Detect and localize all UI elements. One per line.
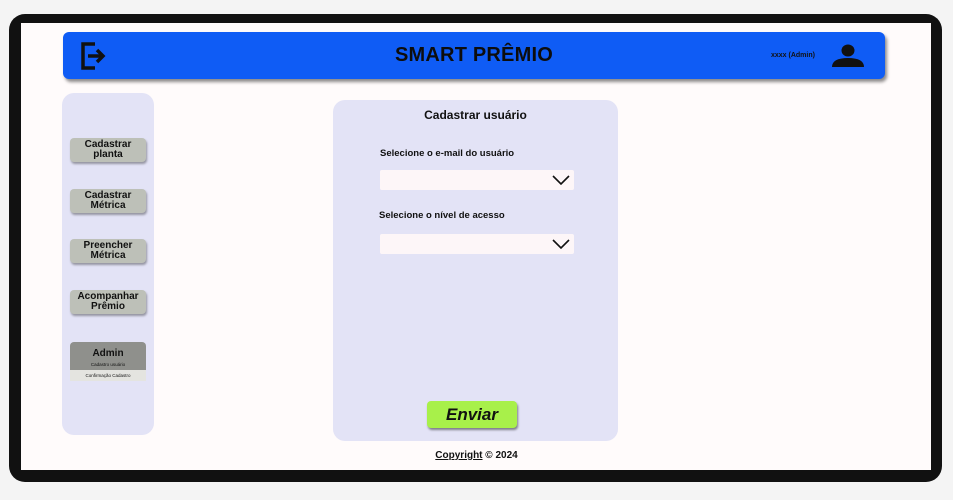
- sidebar-item-label: Acompanhar: [77, 291, 139, 302]
- sidebar-subitem-cadastro-usuario[interactable]: Cadastro usuário: [90, 362, 126, 367]
- sidebar-admin-menu: Admin Cadastro usuário Confirmação Cadas…: [70, 342, 146, 381]
- sidebar-item-label: Cadastrar: [84, 139, 132, 150]
- sidebar-item-label: Métrica: [90, 200, 126, 211]
- sidebar-item-admin[interactable]: Admin: [92, 348, 124, 359]
- register-user-form: Cadastrar usuário Selecione o e-mail do …: [333, 100, 618, 441]
- app-title: SMART PRÊMIO: [395, 44, 553, 66]
- email-select-label: Selecione o e-mail do usuário: [380, 148, 515, 159]
- footer: Copyright © 2024: [0, 450, 953, 461]
- sidebar-subitem-confirmacao-cadastro[interactable]: Confirmação Cadastro: [70, 370, 146, 381]
- logout-icon[interactable]: [79, 41, 107, 71]
- copyright-year: © 2024: [482, 450, 518, 461]
- chevron-down-icon: [552, 175, 570, 186]
- user-label: xxxx (Admin): [771, 52, 815, 59]
- sidebar-item-label: Cadastrar: [84, 190, 132, 201]
- form-title: Cadastrar usuário: [424, 108, 527, 122]
- sidebar-item-label: Métrica: [90, 250, 126, 261]
- user-avatar-icon[interactable]: [830, 44, 866, 68]
- submit-button[interactable]: Enviar: [427, 401, 517, 428]
- copyright-link[interactable]: Copyright: [435, 450, 483, 461]
- chevron-down-icon: [552, 239, 570, 250]
- sidebar-item-label: Prêmio: [91, 301, 125, 312]
- sidebar-item-label: planta: [93, 149, 123, 160]
- top-header: SMART PRÊMIO xxxx (Admin): [63, 32, 885, 79]
- email-select[interactable]: [380, 170, 574, 190]
- access-level-select-label: Selecione o nível de acesso: [379, 210, 505, 221]
- access-level-select[interactable]: [380, 234, 574, 254]
- sidebar-item-label: Preencher: [83, 240, 133, 251]
